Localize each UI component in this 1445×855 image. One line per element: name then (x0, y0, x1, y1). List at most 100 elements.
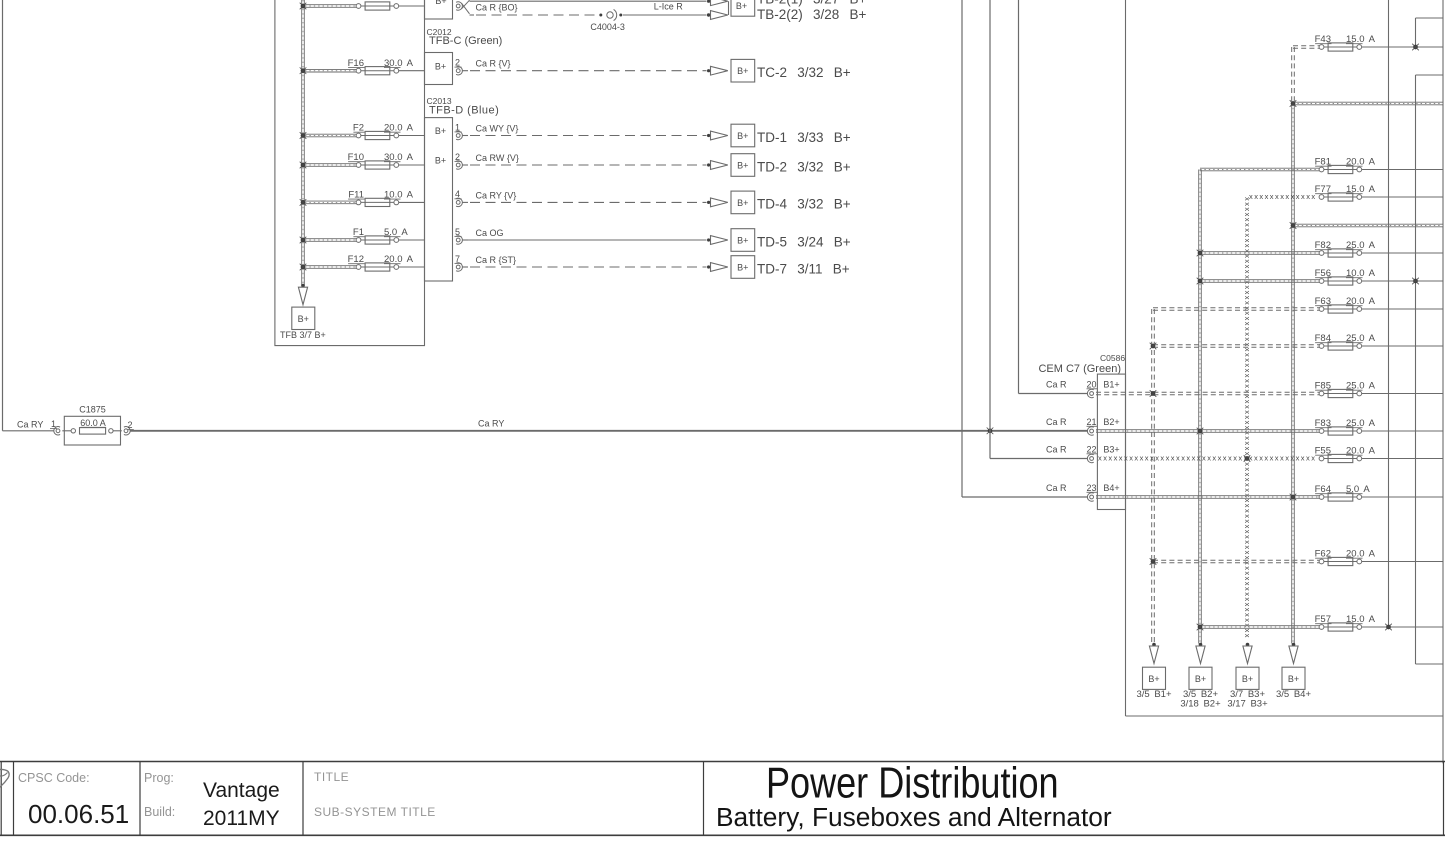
svg-text:1: 1 (455, 122, 460, 132)
svg-text:TFB-C (Green): TFB-C (Green) (429, 35, 502, 47)
svg-text:TD-5 3/24 B+: TD-5 3/24 B+ (757, 234, 851, 249)
svg-text:F57: F57 (1315, 614, 1331, 625)
svg-text:B+: B+ (736, 1, 747, 11)
svg-text:21: 21 (1086, 417, 1096, 427)
svg-text:25.0 A: 25.0 A (1346, 381, 1376, 392)
svg-text:TB-2(2) 3/28 B+: TB-2(2) 3/28 B+ (757, 7, 867, 22)
svg-text:B+: B+ (435, 126, 446, 136)
svg-text:B+: B+ (737, 66, 748, 76)
svg-text:5.0 A: 5.0 A (1346, 484, 1370, 495)
svg-text:2011MY: 2011MY (203, 807, 280, 830)
svg-text:3/5 B2+: 3/5 B2+ (1183, 689, 1218, 700)
svg-text:F1: F1 (353, 227, 364, 238)
svg-text:30.0 A: 30.0 A (384, 58, 414, 69)
svg-text:B+: B+ (1242, 674, 1253, 684)
svg-text:15.0 A: 15.0 A (1346, 184, 1376, 195)
svg-text:F81: F81 (1315, 157, 1331, 168)
svg-text:B+: B+ (435, 155, 446, 165)
svg-text:B+: B+ (435, 0, 446, 6)
svg-text:TC-2 3/32 B+: TC-2 3/32 B+ (757, 65, 851, 80)
svg-text:B+: B+ (298, 314, 309, 324)
svg-text:F77: F77 (1315, 184, 1331, 195)
svg-text:20.0 A: 20.0 A (1346, 296, 1376, 307)
svg-text:TD-7 3/11 B+: TD-7 3/11 B+ (757, 261, 850, 276)
svg-text:20.0 A: 20.0 A (384, 254, 414, 265)
svg-text:F2: F2 (353, 123, 364, 134)
svg-text:3/7 B3+: 3/7 B3+ (1230, 689, 1265, 700)
svg-text:C2012: C2012 (427, 27, 452, 37)
svg-text:B+: B+ (737, 235, 748, 245)
svg-text:CEM C7 (Green): CEM C7 (Green) (1038, 363, 1121, 375)
svg-text:F10: F10 (348, 152, 364, 163)
svg-text:F16: F16 (348, 58, 364, 69)
svg-text:15.0 A: 15.0 A (1346, 614, 1376, 625)
svg-text:Ca RW {V}: Ca RW {V} (476, 153, 519, 163)
svg-text:20.0 A: 20.0 A (1346, 549, 1376, 560)
svg-text:3/18 B2+: 3/18 B2+ (1180, 699, 1221, 710)
svg-text:xxxxxxxxxxxxxxxxxxxxxxxxxxxxxx: xxxxxxxxxxxxxxxxxxxxxxxxxxxxxxxxxxxxxxxx… (1098, 453, 1316, 462)
svg-text:C2013: C2013 (427, 96, 452, 106)
svg-text:B3+: B3+ (1103, 445, 1119, 455)
svg-text:xxxxxxxxxxxxx: xxxxxxxxxxxxx (1249, 192, 1317, 201)
svg-text:Ca OG: Ca OG (476, 228, 504, 238)
svg-text:20.0 A: 20.0 A (1346, 446, 1376, 457)
svg-text:Battery, Fuseboxes and Alterna: Battery, Fuseboxes and Alternator (716, 802, 1112, 832)
svg-text:15.0 A: 15.0 A (1346, 34, 1376, 45)
svg-text:C4004-3: C4004-3 (590, 22, 625, 32)
svg-text:Ca R: Ca R (1046, 445, 1067, 455)
svg-text:TFB 3/7 B+: TFB 3/7 B+ (280, 330, 326, 340)
svg-text:Ca R: Ca R (1046, 483, 1067, 493)
svg-text:B+: B+ (1288, 674, 1299, 684)
svg-text:F63: F63 (1315, 296, 1331, 307)
svg-text:7: 7 (455, 254, 460, 264)
svg-text:Ca R {V}: Ca R {V} (476, 59, 511, 69)
svg-text:B+: B+ (737, 262, 748, 272)
svg-text:10.0 A: 10.0 A (384, 190, 414, 201)
svg-text:F83: F83 (1315, 418, 1331, 429)
svg-text:2: 2 (455, 152, 460, 162)
svg-text:TD-1 3/33 B+: TD-1 3/33 B+ (757, 130, 851, 145)
svg-text:Ca RY: Ca RY (17, 419, 43, 429)
svg-text:3/5 B4+: 3/5 B4+ (1276, 689, 1311, 700)
svg-text:Ca RY {V}: Ca RY {V} (476, 190, 517, 200)
svg-text:TD-4 3/32 B+: TD-4 3/32 B+ (757, 197, 851, 212)
svg-text:20.0 A: 20.0 A (384, 123, 414, 134)
svg-text:25.0 A: 25.0 A (1346, 418, 1376, 429)
svg-text:C1875: C1875 (79, 404, 106, 414)
svg-text:F11: F11 (348, 190, 364, 201)
svg-text:SUB-SYSTEM TITLE: SUB-SYSTEM TITLE (314, 805, 436, 819)
svg-text:Power Distribution: Power Distribution (766, 758, 1059, 807)
svg-text:F12: F12 (348, 254, 364, 265)
svg-text:xxxxxxxxxxxxxxxxxxxxxxxxxxxxxx: xxxxxxxxxxxxxxxxxxxxxxxxxxxxxxxxxxxxxxxx… (1243, 197, 1252, 639)
svg-text:TD-2 3/32 B+: TD-2 3/32 B+ (757, 159, 851, 174)
svg-text:Ca R: Ca R (1046, 417, 1067, 427)
svg-text:Prog:: Prog: (144, 771, 174, 785)
svg-text:5.0 A: 5.0 A (384, 227, 408, 238)
svg-text:4: 4 (455, 189, 460, 199)
svg-text:B1+: B1+ (1103, 380, 1119, 390)
svg-text:20.0 A: 20.0 A (1346, 157, 1376, 168)
svg-text:1: 1 (51, 419, 56, 429)
svg-text:3/5 B1+: 3/5 B1+ (1136, 689, 1171, 700)
svg-text:B+: B+ (737, 160, 748, 170)
svg-text:2: 2 (455, 58, 460, 68)
svg-text:10.0 A: 10.0 A (1346, 268, 1376, 279)
svg-text:B2+: B2+ (1103, 417, 1119, 427)
svg-text:Ca RY: Ca RY (478, 418, 504, 428)
svg-text:TITLE: TITLE (314, 770, 349, 784)
svg-text:00.06.51: 00.06.51 (28, 799, 129, 829)
svg-text:B+: B+ (1148, 674, 1159, 684)
svg-text:2: 2 (127, 420, 132, 430)
svg-text:F56: F56 (1315, 268, 1331, 279)
svg-text:3/17 B3+: 3/17 B3+ (1227, 699, 1268, 710)
svg-text:B+: B+ (435, 61, 446, 71)
svg-text:F85: F85 (1315, 381, 1331, 392)
svg-text:B4+: B4+ (1103, 483, 1119, 493)
svg-text:L-Ice R: L-Ice R (654, 1, 684, 11)
svg-text:F62: F62 (1315, 549, 1331, 560)
svg-text:22: 22 (1086, 444, 1096, 454)
svg-text:20: 20 (1086, 379, 1096, 389)
svg-text:TFB-D (Blue): TFB-D (Blue) (429, 104, 499, 116)
svg-text:B+: B+ (737, 131, 748, 141)
svg-text:F82: F82 (1315, 240, 1331, 251)
